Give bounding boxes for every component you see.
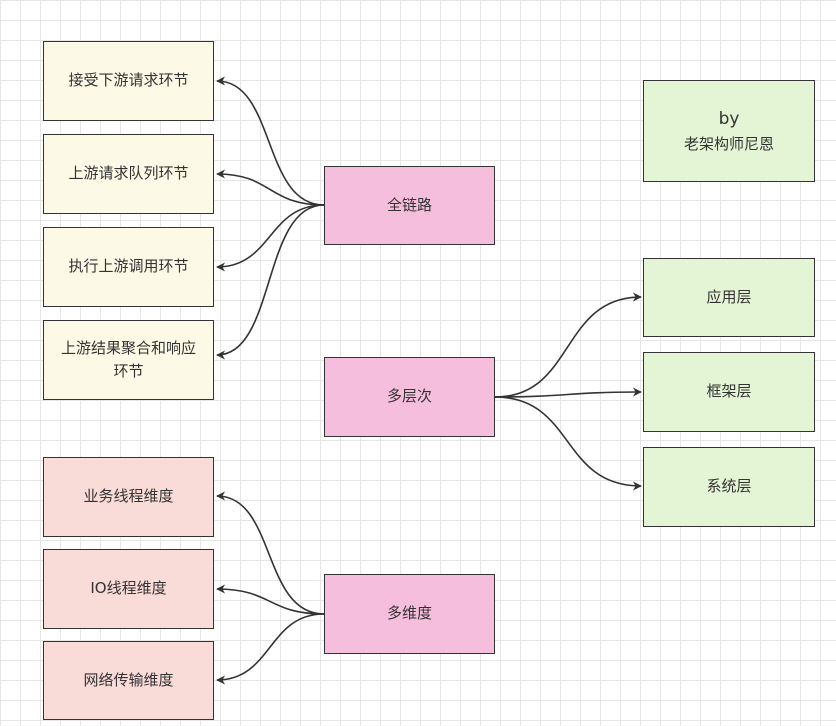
stage-node-aggregate-response[interactable]: 上游结果聚合和响应环节 <box>43 320 214 400</box>
center-node-label: 多层次 <box>386 387 432 406</box>
stage-node-label: 接受下游请求环节 <box>68 71 189 90</box>
center-node-label: 全链路 <box>386 195 432 214</box>
layer-node-label: 系统层 <box>706 477 752 496</box>
edge-full-link-to-stage-1 <box>216 76 325 206</box>
dimension-node-business-thread[interactable]: 业务线程维度 <box>43 457 214 537</box>
stage-node-execute-upstream-call[interactable]: 执行上游调用环节 <box>43 227 214 307</box>
center-node-label: 多维度 <box>386 604 432 623</box>
edge-multi-dimension-to-network <box>216 613 325 685</box>
edge-full-link-to-stage-4 <box>216 204 325 360</box>
layer-node-application[interactable]: 应用层 <box>643 258 815 337</box>
author-name-text: 老架构师尼恩 <box>683 134 774 153</box>
edge-multi-layer-to-framework <box>494 387 642 398</box>
author-by-text: by <box>718 109 740 130</box>
author-note[interactable]: by 老架构师尼恩 <box>643 80 815 182</box>
layer-node-system[interactable]: 系统层 <box>643 447 815 527</box>
center-node-multi-dimension[interactable]: 多维度 <box>324 574 495 654</box>
dimension-node-label: IO线程维度 <box>90 579 167 598</box>
center-node-full-link[interactable]: 全链路 <box>324 166 495 245</box>
stage-node-label: 上游请求队列环节 <box>68 164 189 183</box>
stage-node-label: 执行上游调用环节 <box>68 257 189 276</box>
stage-node-upstream-queue[interactable]: 上游请求队列环节 <box>43 134 214 214</box>
stage-node-label: 上游结果聚合和响应环节 <box>60 338 196 380</box>
edge-multi-dimension-to-business <box>216 491 325 615</box>
dimension-node-io-thread[interactable]: IO线程维度 <box>43 549 214 629</box>
edge-multi-layer-to-app <box>494 292 642 398</box>
center-node-multi-layer[interactable]: 多层次 <box>324 357 495 437</box>
edge-multi-layer-to-system <box>494 396 642 491</box>
stage-node-receive-downstream[interactable]: 接受下游请求环节 <box>43 41 214 121</box>
dimension-node-label: 网络传输维度 <box>83 670 174 689</box>
layer-node-label: 框架层 <box>706 382 752 401</box>
edge-multi-dimension-to-io <box>216 584 325 615</box>
layer-node-framework[interactable]: 框架层 <box>643 352 815 432</box>
dimension-node-label: 业务线程维度 <box>83 487 174 506</box>
edge-full-link-to-stage-2 <box>216 169 325 206</box>
dimension-node-network-transfer[interactable]: 网络传输维度 <box>43 641 214 720</box>
layer-node-label: 应用层 <box>706 287 752 306</box>
edge-full-link-to-stage-3 <box>216 204 325 272</box>
